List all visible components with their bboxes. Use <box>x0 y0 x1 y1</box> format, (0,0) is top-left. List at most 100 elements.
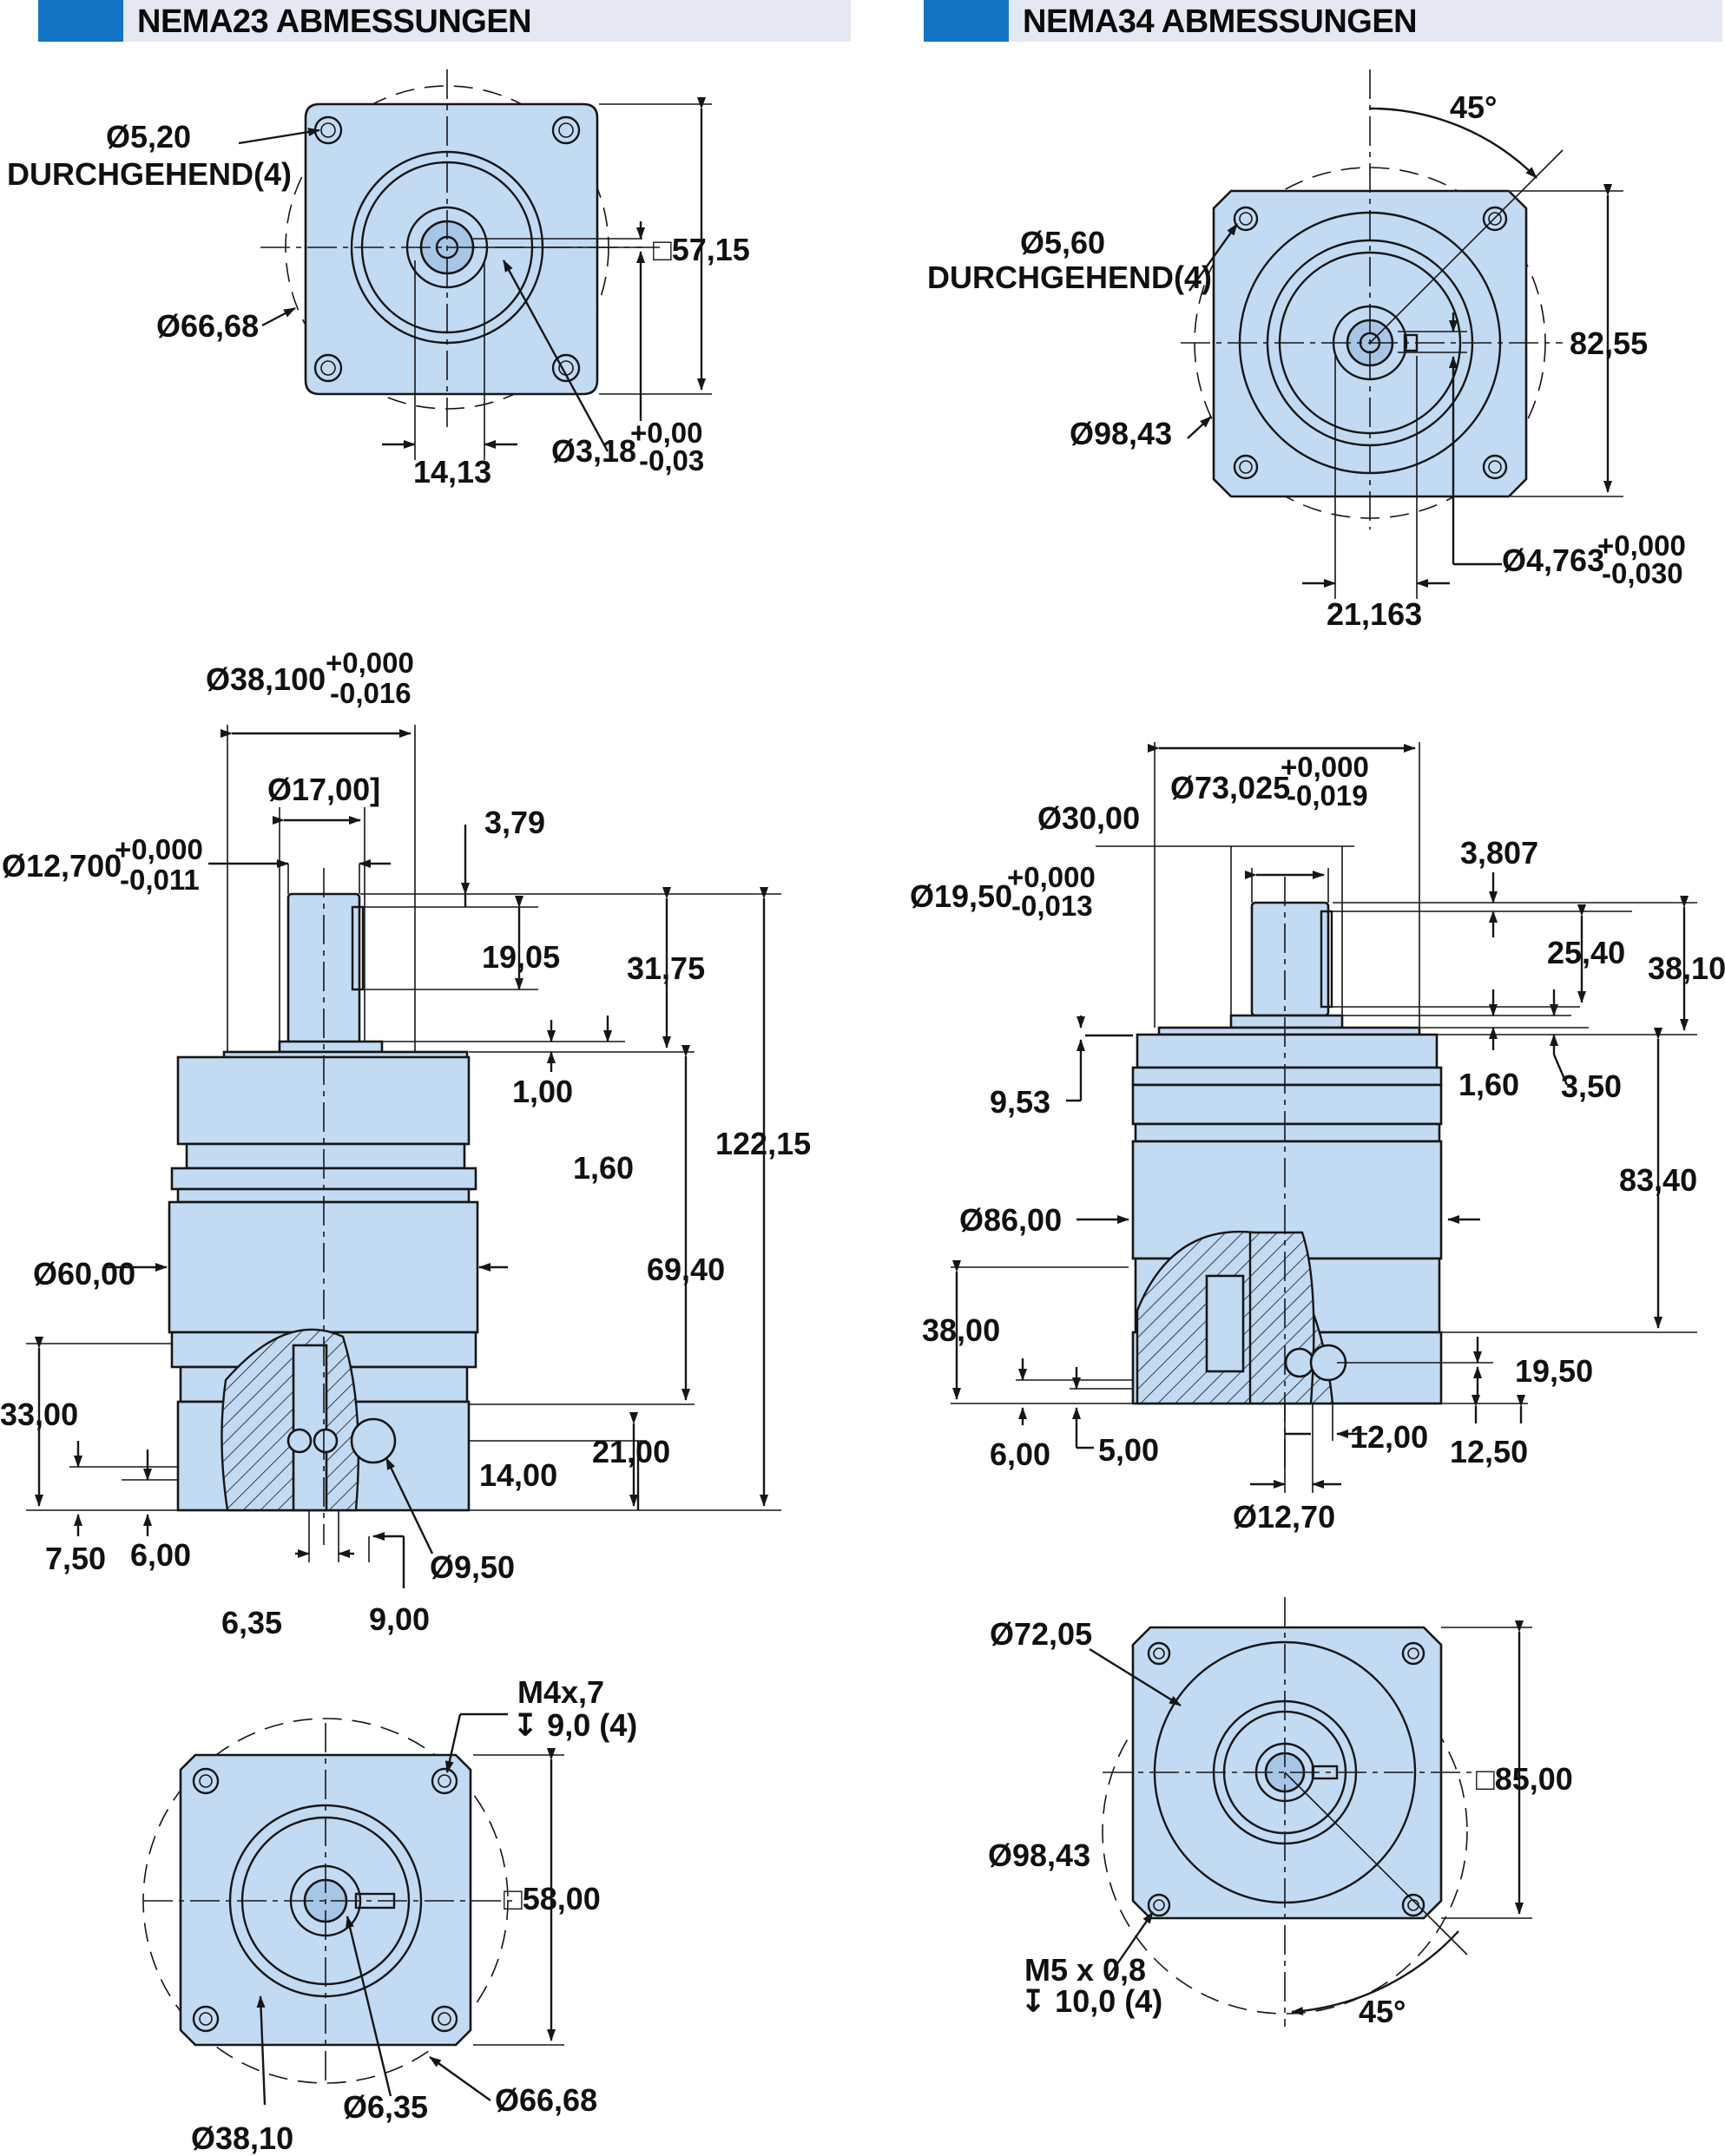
dim-9-00: 9,00 <box>369 1601 430 1637</box>
dia-72-05-label: Ø72,05 <box>990 1616 1092 1652</box>
mounting-hole <box>1401 1641 1425 1666</box>
mounting-hole <box>313 353 343 383</box>
angle-label: 45° <box>1450 89 1497 125</box>
nema34-side-labels: Ø73,025 +0,000 -0,019 Ø30,00 Ø19,50 +0,0… <box>910 751 1725 1535</box>
dia-38-10-label: Ø38,10 <box>191 2120 293 2156</box>
offset-label: 21,163 <box>1327 596 1422 632</box>
nema23-side-labels: Ø38,100 +0,000 -0,016 Ø17,00] Ø12,700 +0… <box>0 647 811 1640</box>
dim-38-00: 38,00 <box>922 1312 1000 1348</box>
shoulder-label: Ø17,00] <box>267 772 380 807</box>
nema23-header: NEMA23 ABMESSUNGEN <box>38 0 851 42</box>
nema23-top-labels: Ø5,20 DURCHGEHEND(4) Ø66,68 □57,15 Ø3,18… <box>7 119 750 490</box>
size-label: 82,55 <box>1570 325 1648 361</box>
thread-depth-label: ↧ 9,0 (4) <box>512 1707 637 1743</box>
dim-1-60: 1,60 <box>1458 1067 1519 1102</box>
dim-12-70: Ø12,70 <box>1233 1499 1335 1535</box>
nema34-title: NEMA34 ABMESSUNGEN <box>1023 3 1418 40</box>
hole-dia-label: Ø5,60 <box>1020 225 1105 260</box>
mounting-hole <box>1233 206 1259 232</box>
angle-label: 45° <box>1359 1994 1406 2029</box>
dim-9-53: 9,53 <box>990 1084 1050 1120</box>
dim-7-50: 7,50 <box>45 1541 106 1576</box>
nema34-top-view <box>1181 69 1623 599</box>
dim-12-00: 12,00 <box>1350 1419 1428 1455</box>
pilot-tol-dn: -0,019 <box>1287 779 1368 812</box>
square-label: □57,15 <box>653 232 750 267</box>
dia-66-68-label: Ø66,68 <box>495 2082 597 2118</box>
dim-19-50: 19,50 <box>1515 1353 1593 1389</box>
nema34-side-view <box>951 742 1697 1493</box>
dim-3-807: 3,807 <box>1460 835 1538 871</box>
nema23-title: NEMA23 ABMESSUNGEN <box>137 3 532 40</box>
mounting-hole <box>551 115 581 145</box>
dim-69-40: 69,40 <box>647 1252 725 1287</box>
mounting-hole <box>1147 1893 1171 1917</box>
hole-note-label: DURCHGEHEND(4) <box>7 156 292 192</box>
circle-label: Ø66,68 <box>156 308 259 344</box>
dim-21-00: 21,00 <box>592 1434 670 1469</box>
mounting-hole <box>192 2005 220 2033</box>
pilot-tol-up: +0,000 <box>326 647 414 679</box>
dim-60-00: Ø60,00 <box>33 1256 135 1292</box>
pilot-label: Ø73,025 <box>1170 770 1290 805</box>
mounting-hole <box>431 1767 458 1795</box>
nema34-bottom-view <box>1089 1597 1532 2027</box>
mounting-hole <box>192 1767 220 1795</box>
shaft-tol-dn: -0,013 <box>1011 890 1093 922</box>
dim-6-00: 6,00 <box>130 1537 191 1573</box>
mounting-hole <box>1482 206 1508 232</box>
mounting-hole <box>1147 1641 1171 1666</box>
dim-122-15: 122,15 <box>715 1126 811 1161</box>
nema23-bottom-labels: M4x,7 ↧ 9,0 (4) □58,00 Ø38,10 Ø6,35 Ø66,… <box>191 1674 637 2156</box>
shaft-tol-up: +0,000 <box>115 833 203 865</box>
hole-dia-label: Ø5,20 <box>106 119 191 154</box>
header-accent-block <box>924 0 1009 42</box>
dim-14-00: 14,00 <box>479 1457 557 1493</box>
square-label: □85,00 <box>1476 1761 1573 1797</box>
dim-33-00: 33,00 <box>0 1397 78 1432</box>
dim-19-05: 19,05 <box>482 939 560 975</box>
header-accent-block <box>38 0 123 42</box>
offset-label: 14,13 <box>413 454 491 490</box>
nema23-side-view <box>26 725 781 1588</box>
dim-9-50: Ø9,50 <box>430 1549 515 1585</box>
thread-label: M5 x 0,8 <box>1024 1952 1146 1988</box>
thread-depth-label: ↧ 10,0 (4) <box>1020 1983 1162 2019</box>
pilot-label: Ø38,100 <box>206 661 326 697</box>
nema23-bottom-view <box>142 1712 564 2106</box>
nema34-bottom-labels: Ø72,05 □85,00 Ø98,43 M5 x 0,8 ↧ 10,0 (4)… <box>988 1616 1573 2029</box>
bore-tol-up: +0,000 <box>1597 529 1686 562</box>
dia-6-35-label: Ø6,35 <box>343 2089 428 2125</box>
dim-6-00: 6,00 <box>990 1436 1050 1472</box>
shoulder-label: Ø30,00 <box>1037 800 1140 836</box>
mounting-hole <box>431 2005 458 2033</box>
circle-label: Ø98,43 <box>988 1837 1090 1873</box>
dim-6-35: 6,35 <box>221 1605 282 1640</box>
shaft-label: Ø12,700 <box>2 848 122 884</box>
mounting-hole <box>1482 454 1508 480</box>
nema34-header: NEMA34 ABMESSUNGEN <box>924 0 1722 42</box>
dim-1-60: 1,60 <box>573 1150 634 1186</box>
dim-31-75: 31,75 <box>627 950 705 986</box>
mounting-hole <box>1233 454 1259 480</box>
bore-tol-dn: -0,030 <box>1602 557 1683 589</box>
dim-38-10: 38,10 <box>1648 950 1725 986</box>
nema23-top-view <box>238 69 712 460</box>
pilot-tol-up: +0,000 <box>1281 751 1369 783</box>
shaft-label: Ø19,50 <box>910 878 1012 914</box>
bore-label: Ø3,18 <box>551 433 636 469</box>
hole-note-label: DURCHGEHEND(4) <box>927 260 1212 295</box>
dim-3-79: 3,79 <box>484 805 545 840</box>
dim-86-00: Ø86,00 <box>959 1202 1062 1238</box>
circle-label: Ø98,43 <box>1070 416 1172 451</box>
bore-tol-dn: -0,03 <box>639 444 704 477</box>
thread-label: M4x,7 <box>517 1674 604 1710</box>
square-label: □58,00 <box>504 1881 601 1916</box>
shaft-tol-dn: -0,011 <box>120 864 200 896</box>
dim-25-40: 25,40 <box>1547 935 1625 970</box>
nema34-top-labels: 45° Ø5,60 DURCHGEHEND(4) 82,55 Ø98,43 Ø4… <box>927 89 1686 632</box>
bore-label: Ø4,763 <box>1502 542 1604 578</box>
bore-tol-up: +0,00 <box>630 417 703 449</box>
shaft-tol-up: +0,000 <box>1007 861 1096 893</box>
